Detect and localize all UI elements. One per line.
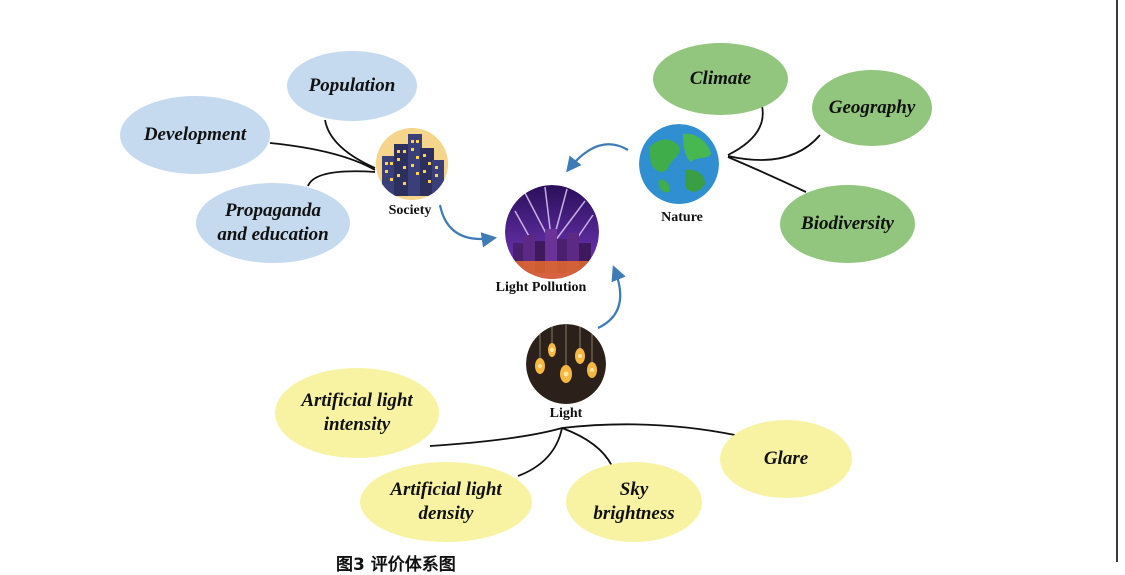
connector-sky-brightness bbox=[561, 427, 613, 467]
factor-label: Climate bbox=[689, 68, 752, 89]
connector-density bbox=[517, 427, 563, 477]
factor-geography: Geography bbox=[812, 70, 932, 146]
connector-climate bbox=[727, 105, 764, 156]
arrow-nature-to-center bbox=[566, 143, 629, 173]
city-buildings-icon bbox=[376, 128, 448, 200]
factor-label: Propaganda and education bbox=[217, 200, 329, 245]
factor-label: Glare bbox=[763, 448, 809, 469]
factor-population: Population bbox=[287, 51, 417, 121]
factor-glare: Glare bbox=[720, 420, 852, 498]
factor-artificial-light-density: Artificial light density bbox=[360, 462, 532, 542]
hub-light bbox=[526, 324, 606, 404]
arrow-light-to-center bbox=[597, 265, 626, 329]
factor-label: Artificial light intensity bbox=[301, 390, 413, 435]
hub-nature bbox=[639, 124, 719, 204]
factor-climate: Climate bbox=[653, 43, 788, 115]
connector-glare bbox=[561, 423, 736, 436]
connector-biodiversity bbox=[727, 156, 807, 193]
connector-layer bbox=[269, 105, 821, 477]
hub-light-label: Light bbox=[549, 406, 583, 421]
figure-caption: 图3 评价体系图 bbox=[336, 555, 456, 575]
factor-label: Sky brightness bbox=[593, 479, 675, 524]
light-bulbs-icon bbox=[526, 324, 606, 404]
factor-artificial-light-intensity: Artificial light intensity bbox=[275, 368, 439, 458]
connector-propaganda bbox=[307, 170, 376, 187]
hub-society bbox=[376, 128, 448, 200]
connector-intensity bbox=[429, 427, 563, 447]
night-city-lights-icon bbox=[505, 185, 599, 279]
hub-society-label: Society bbox=[388, 203, 432, 218]
arrow-society-to-center bbox=[438, 204, 498, 248]
center-light-pollution bbox=[505, 185, 599, 279]
globe-icon bbox=[639, 124, 719, 204]
hub-nature-label: Nature bbox=[661, 210, 703, 225]
connector-population bbox=[324, 119, 376, 169]
factor-biodiversity: Biodiversity bbox=[780, 185, 915, 263]
factor-label: Biodiversity bbox=[801, 213, 894, 234]
factor-sky-brightness: Sky brightness bbox=[566, 462, 702, 542]
page-border-line bbox=[1116, 0, 1118, 562]
factor-label: Geography bbox=[828, 97, 916, 118]
factor-label: Artificial light density bbox=[390, 479, 502, 524]
connector-development bbox=[269, 142, 376, 171]
factor-propaganda-and-education: Propaganda and education bbox=[196, 183, 350, 263]
factor-label: Development bbox=[143, 124, 247, 145]
factor-label: Population bbox=[308, 75, 396, 96]
factor-development: Development bbox=[120, 96, 270, 174]
connector-geography bbox=[727, 134, 821, 161]
center-label: Light Pollution bbox=[495, 280, 587, 295]
